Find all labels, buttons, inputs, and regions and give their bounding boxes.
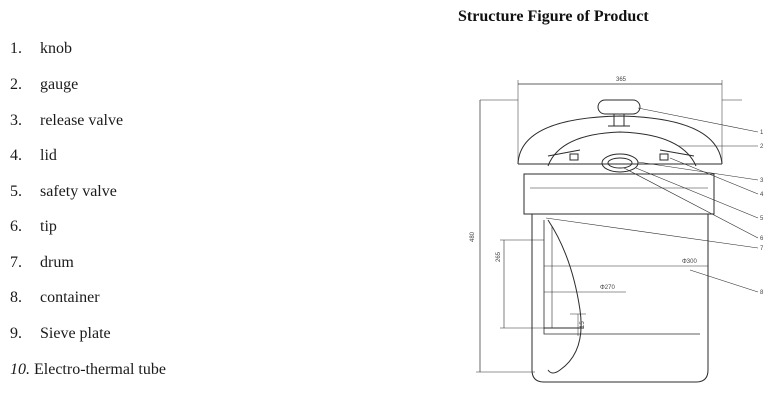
part-number: 7.	[10, 254, 22, 271]
lid-dome	[517, 115, 723, 165]
part-item-8: 8. container	[10, 289, 100, 307]
dim-label-d300: Φ300	[682, 259, 697, 265]
part-item-6: 6. tip	[10, 218, 57, 236]
leader-4	[669, 157, 759, 195]
part-item-3: 3. release valve	[10, 112, 123, 130]
figure-title: Structure Figure of Product	[458, 8, 649, 25]
safety-valve	[659, 153, 669, 161]
part-label: safety valve	[40, 183, 117, 200]
callout-3: 3	[760, 178, 764, 184]
lid-band	[523, 173, 715, 215]
part-number: 4.	[10, 147, 22, 164]
parts-list: 1. knob 2. gauge 3. release valve 4. lid 5. s…	[0, 0, 300, 404]
part-item-9: 9. Sieve plate	[10, 325, 111, 343]
drum-body	[531, 214, 709, 383]
part-label: knob	[40, 40, 72, 57]
part-number: 1.	[10, 40, 22, 57]
part-number: 9.	[10, 325, 22, 342]
callout-1: 1	[760, 130, 764, 136]
part-number: 3.	[10, 112, 22, 129]
leader-1	[637, 107, 759, 133]
part-number: 8.	[10, 289, 22, 306]
pressure-cooker-diagram: 365 480 265 Φ300 Φ270 15 1 2 3 4 5 6 7 8	[460, 70, 770, 400]
release-valve	[569, 153, 579, 161]
diagram-svg: 365 480 265 Φ300 Φ270 15 1 2 3 4 5 6 7 8	[470, 77, 764, 383]
part-number: 10.	[10, 361, 30, 378]
part-number: 2.	[10, 76, 22, 93]
leader-6	[623, 167, 759, 239]
callout-8: 8	[760, 290, 764, 296]
lid-brace-left	[547, 149, 581, 157]
part-label: Sieve plate	[40, 325, 111, 342]
part-label: lid	[40, 147, 57, 164]
container-inner	[543, 220, 700, 335]
part-label: gauge	[40, 76, 79, 93]
leader-3	[637, 161, 759, 181]
part-item-4: 4. lid	[10, 147, 57, 165]
heating-tube	[547, 219, 582, 374]
lid-brace-right	[659, 149, 695, 157]
part-item-7: 7. drum	[10, 254, 74, 272]
leader-5	[635, 167, 759, 219]
dim-label-height: 480	[470, 231, 476, 242]
part-label: Electro-thermal tube	[34, 361, 166, 378]
gauge	[601, 153, 639, 173]
callout-4: 4	[760, 192, 764, 198]
part-label: tip	[40, 218, 57, 235]
part-label: container	[40, 289, 100, 306]
knob-top	[597, 99, 641, 115]
dim-label-inner-height: 265	[496, 251, 502, 262]
part-item-2: 2. gauge	[10, 76, 78, 94]
callout-2: 2	[760, 144, 764, 150]
part-item-5: 5. safety valve	[10, 183, 117, 201]
lid-inner-curve	[547, 131, 697, 167]
dim-label-width: 365	[616, 77, 627, 83]
dim-label-d270: Φ270	[600, 285, 615, 291]
part-item-10: 10.Electro-thermal tube	[10, 361, 166, 379]
callout-7: 7	[760, 246, 764, 252]
leader-7	[545, 217, 759, 249]
part-number: 6.	[10, 218, 22, 235]
part-number: 5.	[10, 183, 22, 200]
dim-label-gap: 15	[580, 321, 586, 328]
leader-8	[689, 269, 759, 293]
part-label: drum	[40, 254, 74, 271]
gauge-inner	[607, 157, 633, 169]
callout-6: 6	[760, 236, 764, 242]
callout-5: 5	[760, 216, 764, 222]
part-item-1: 1. knob	[10, 40, 72, 58]
part-label: release valve	[40, 112, 124, 129]
